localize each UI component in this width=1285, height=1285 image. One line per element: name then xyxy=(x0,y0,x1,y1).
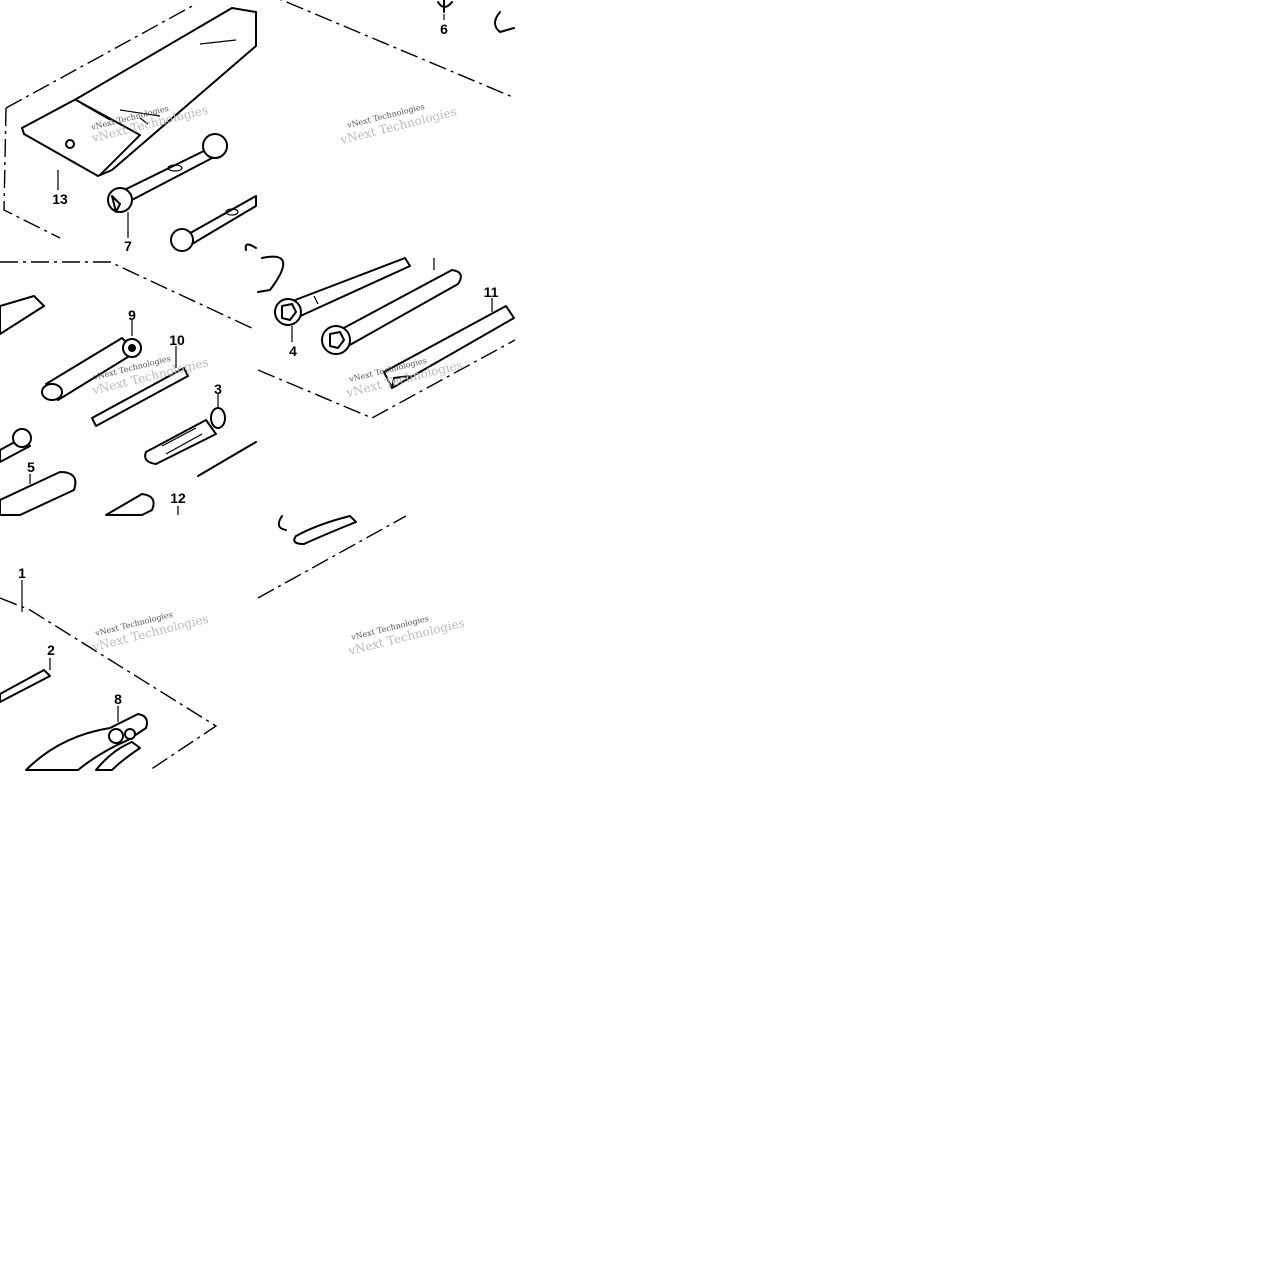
handle-rod-10 xyxy=(91,367,189,427)
callout-labels: 6 13 7 9 10 3 4 11 5 12 1 2 8 xyxy=(18,21,499,707)
tool-pouch-flap xyxy=(75,99,141,176)
callout-2: 2 xyxy=(47,642,55,658)
callout-6: 6 xyxy=(440,21,448,37)
tool-pouch-crease xyxy=(81,39,237,121)
tile-top-left xyxy=(3,3,257,252)
wrench-7-head-b xyxy=(202,133,228,159)
frame-left xyxy=(3,107,61,239)
tool-pouch xyxy=(21,7,257,177)
watermark-6: vNext Technologies vNext Technologies xyxy=(346,614,466,658)
callout-3: 3 xyxy=(214,381,222,397)
frame-top-right xyxy=(279,0,516,99)
pouch-stitch xyxy=(119,109,161,125)
callout-1: 1 xyxy=(18,565,26,581)
callout-11: 11 xyxy=(484,284,499,300)
pin-spanner-5 xyxy=(0,471,77,516)
frame-bottom-right-2 xyxy=(257,515,407,599)
pouch-snap xyxy=(65,139,75,149)
tile-top-right xyxy=(279,0,516,99)
callout-9: 9 xyxy=(128,307,136,323)
screwdriver-grip-3 xyxy=(144,419,217,465)
callout-10: 10 xyxy=(169,332,185,348)
tile-mid-left xyxy=(0,261,257,516)
tile-bottom-left xyxy=(0,580,218,771)
frame-mid xyxy=(0,261,257,331)
screwdriver-2 xyxy=(0,669,51,703)
callout-5: 5 xyxy=(27,459,35,475)
flat-bar-11 xyxy=(383,305,515,389)
callout-13: 13 xyxy=(52,191,68,207)
part-6-tip xyxy=(437,0,453,13)
watermark-2: vNext Technologies vNext Technologies xyxy=(338,102,458,147)
box-wrench-long xyxy=(339,269,462,347)
callout-4: 4 xyxy=(289,343,297,359)
screwdriver-shaft xyxy=(197,441,257,477)
tile-bottom-right xyxy=(257,515,407,599)
callout-7: 7 xyxy=(124,238,132,254)
callout-12: 12 xyxy=(170,490,186,506)
open-end-wrench-7 xyxy=(119,147,217,203)
frame-bottom-left xyxy=(0,597,218,771)
wrench-7-head-a xyxy=(107,187,133,213)
tile-mid-right xyxy=(244,243,516,419)
hook-tool xyxy=(494,11,515,33)
callout-8: 8 xyxy=(114,691,122,707)
watermark-5: vNext Technologies vNext Technologies xyxy=(90,610,210,654)
frame-bottom-right xyxy=(257,339,516,419)
spring-hook xyxy=(257,255,285,293)
pliers-8 xyxy=(25,713,148,771)
bar-12 xyxy=(105,493,155,516)
tire-lever xyxy=(293,515,357,545)
frame-top xyxy=(5,3,197,109)
pouch-corner xyxy=(0,295,45,335)
open-end-wrench-small xyxy=(184,195,257,245)
